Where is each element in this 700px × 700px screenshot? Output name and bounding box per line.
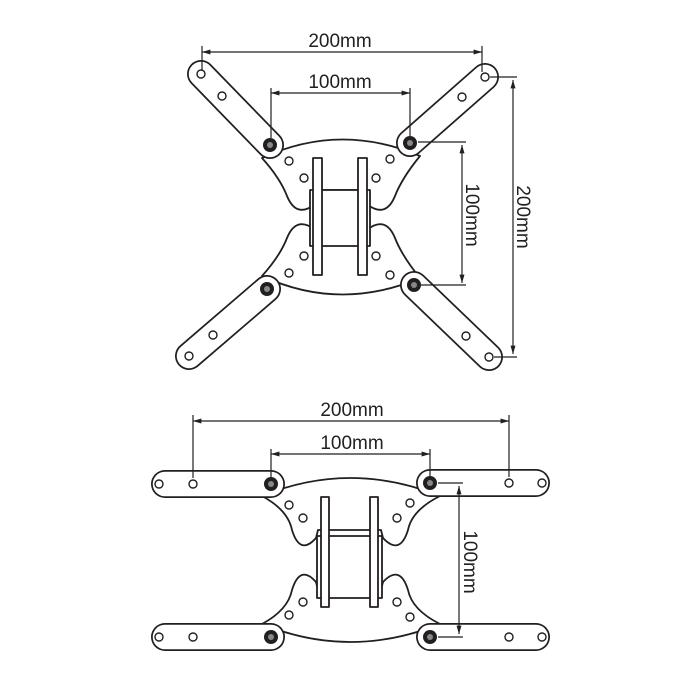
label-height-outer: 200mm bbox=[512, 185, 533, 248]
label-height-inner: 100mm bbox=[459, 530, 480, 593]
diagonal-configuration: 200mm 100mm 100mm 200mm bbox=[175, 31, 533, 371]
label-width-inner: 100mm bbox=[308, 72, 371, 93]
dimension-lines bbox=[192, 415, 510, 638]
arm-bottom-left bbox=[175, 275, 281, 370]
mounting-plate bbox=[261, 138, 421, 296]
arm-top-left bbox=[187, 60, 284, 159]
label-width-outer: 200mm bbox=[308, 31, 371, 52]
label-width-outer: 200mm bbox=[320, 400, 383, 421]
dimension-lines bbox=[201, 46, 517, 358]
mounting-arms bbox=[175, 60, 503, 371]
horizontal-configuration: 200mm 100mm 100mm bbox=[151, 400, 550, 651]
arm-bottom-right bbox=[400, 271, 503, 371]
bolts bbox=[260, 136, 421, 296]
mounting-plate bbox=[261, 477, 441, 643]
bolts bbox=[264, 476, 437, 644]
arm-top-right bbox=[396, 63, 499, 157]
label-height-inner: 100mm bbox=[461, 183, 482, 246]
label-width-inner: 100mm bbox=[320, 433, 383, 454]
